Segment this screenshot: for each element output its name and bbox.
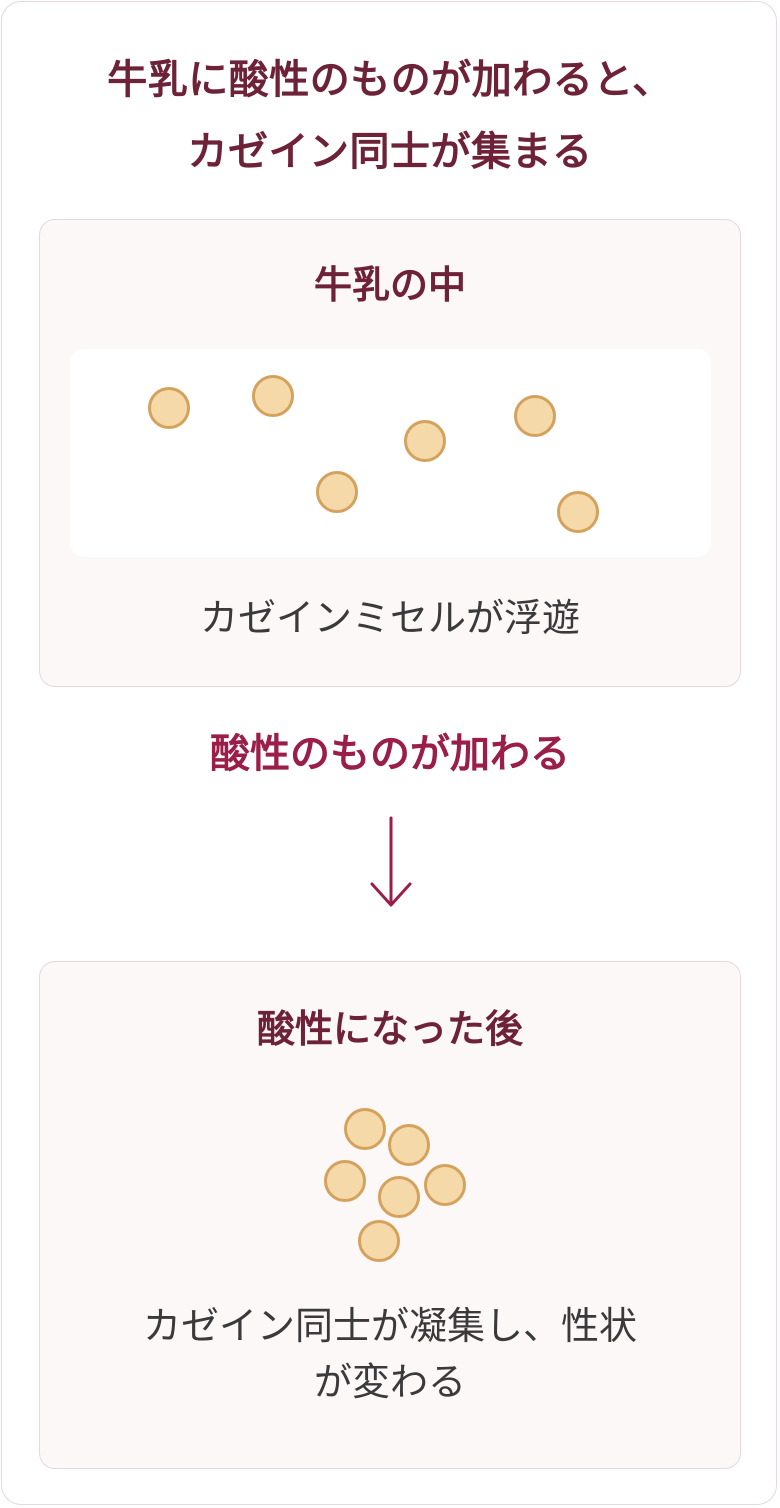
casein-micelle [148,387,190,429]
milk-area [70,349,711,557]
step-label: 酸性のものが加わる [210,731,570,777]
before-panel: 牛乳の中 カゼインミセルが浮遊 [39,219,741,687]
after-heading: 酸性になった後 [256,1007,523,1051]
casein-micelle [344,1108,386,1150]
casein-micelle [316,471,358,513]
title-line-2: カゼイン同士が集まる [187,129,593,175]
after-caption: カゼイン同士が凝集し、性状 が変わる [40,1298,740,1410]
casein-cluster [40,962,740,1468]
casein-micelle [404,420,446,462]
before-heading: 牛乳の中 [313,263,466,307]
after-panel: 酸性になった後 カゼイン同士が凝集し、性状 が変わる [39,961,741,1469]
casein-micelle [378,1176,420,1218]
casein-micelle [324,1160,366,1202]
after-caption-line-1: カゼイン同士が凝集し、性状 [142,1304,637,1348]
title-line-1: 牛乳に酸性のものが加わると、 [107,57,673,103]
down-arrow-icon [370,816,412,907]
casein-micelle [358,1220,400,1262]
casein-micelle [388,1124,430,1166]
casein-micelle [557,491,599,533]
casein-micelle [424,1164,466,1206]
casein-micelle [252,375,294,417]
page-title: 牛乳に酸性のものが加わると、 カゼイン同士が集まる [0,44,780,188]
after-caption-line-2: が変わる [313,1360,466,1404]
before-caption: カゼインミセルが浮遊 [199,596,580,640]
casein-micelle [514,395,556,437]
